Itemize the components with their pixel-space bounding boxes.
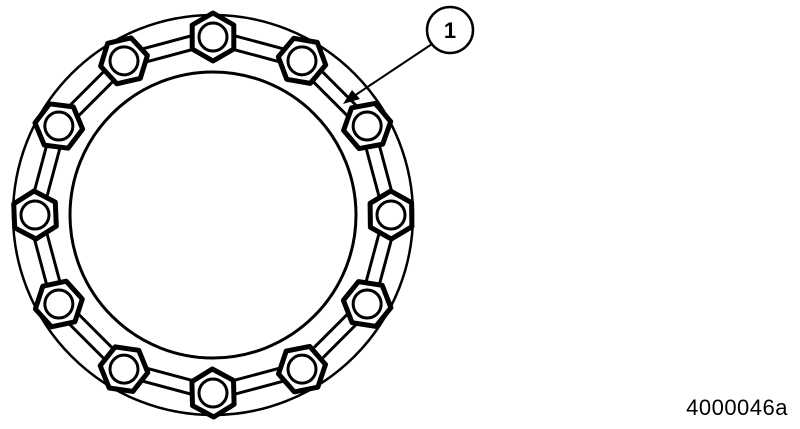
- bolt-hole: [286, 45, 318, 77]
- bolt-hole: [108, 353, 140, 385]
- bolt-nut: [32, 278, 85, 330]
- bolt-hole: [286, 353, 318, 385]
- callout-number: 1: [444, 18, 456, 43]
- bolt-nut: [98, 35, 150, 87]
- bolt-hole: [43, 288, 75, 320]
- figure-id: 4000046a: [686, 395, 788, 420]
- bolt-hole: [351, 110, 383, 142]
- bolt-nut: [11, 188, 59, 242]
- bolt-nut: [341, 100, 394, 152]
- bolt-nut: [189, 10, 237, 64]
- bolt-hole: [351, 288, 383, 320]
- bolt-hole: [43, 110, 75, 142]
- bolt-nut: [367, 188, 415, 242]
- callout-arrowhead: [343, 90, 360, 104]
- bolt-hole: [197, 377, 229, 409]
- bolt-nut: [276, 343, 328, 395]
- callout-bubble: 1: [425, 5, 475, 55]
- bolt-nut: [32, 101, 86, 151]
- bolt-hole: [108, 45, 140, 77]
- bolt-nut: [97, 344, 151, 394]
- bolt-hole: [375, 199, 407, 231]
- bolt-hole: [19, 199, 51, 231]
- nut-plate-band: [26, 28, 400, 402]
- bolt-nut: [189, 366, 237, 420]
- callout-leader: [343, 43, 433, 104]
- bolt-nut: [340, 279, 394, 329]
- bolt-nut: [275, 35, 329, 86]
- bolt-nuts: [11, 10, 415, 420]
- inner-bore: [68, 70, 358, 360]
- outer-rim: [11, 13, 415, 417]
- bolt-hole: [197, 21, 229, 53]
